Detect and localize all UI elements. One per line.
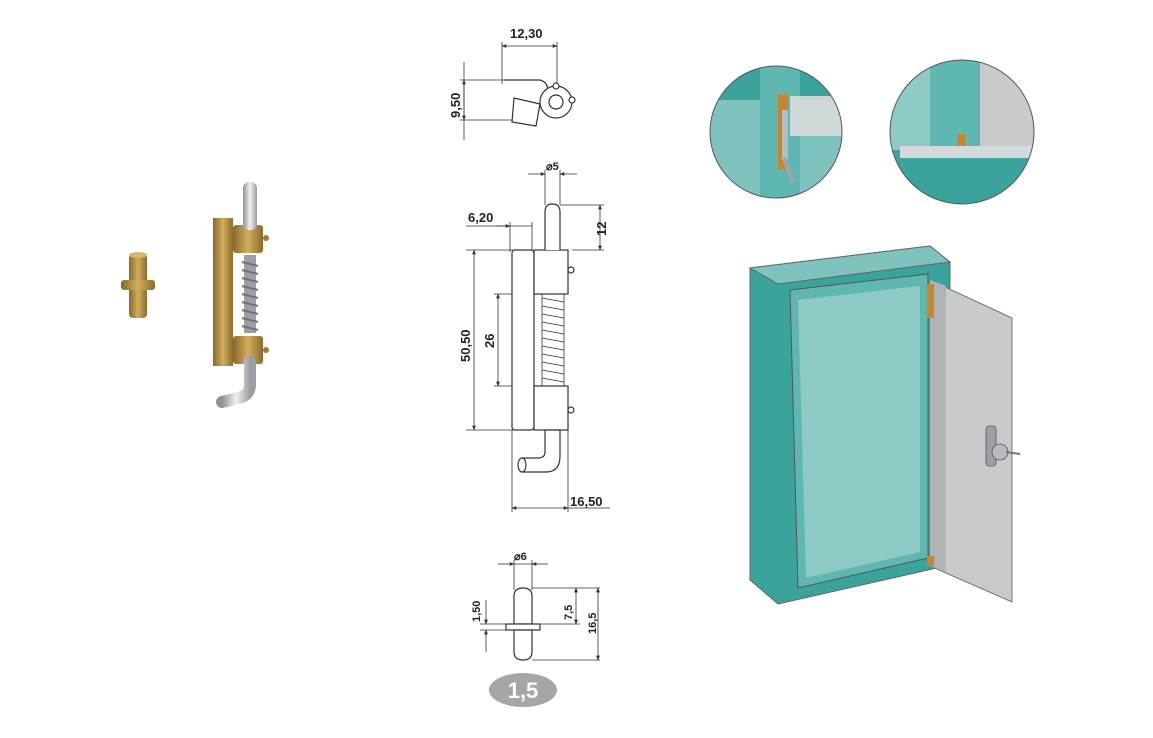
dim-bushing-diameter: ⌀6 [514, 551, 527, 563]
bushing-drawing [480, 560, 600, 661]
bushing-3d-render [121, 252, 155, 318]
dim-bushing-total: 16,5 [587, 613, 599, 634]
detail-view-bottom-bushing [889, 59, 1035, 205]
dim-bottom-width: 16,50 [570, 494, 603, 509]
material-badge [489, 673, 557, 707]
cabinet-render [748, 245, 1021, 605]
dim-pin-top: 12 [594, 222, 609, 236]
dim-spring-height: 26 [482, 334, 497, 348]
dim-top-height: 9,50 [448, 93, 463, 118]
front-view-drawing [466, 170, 610, 512]
detail-view-top-hinge [709, 65, 843, 199]
dim-bushing-upper: 7,5 [563, 605, 575, 620]
dim-offset: 6,20 [468, 210, 493, 225]
dim-top-width: 12,30 [510, 26, 543, 41]
material-badge-label: 1,5 [508, 678, 539, 703]
dim-total-height: 50,50 [458, 329, 473, 362]
hinge-3d-render [213, 182, 269, 408]
top-view-drawing [460, 42, 576, 140]
dim-pin-diameter: ⌀5 [546, 161, 559, 173]
dim-flange: 1,50 [471, 601, 483, 622]
